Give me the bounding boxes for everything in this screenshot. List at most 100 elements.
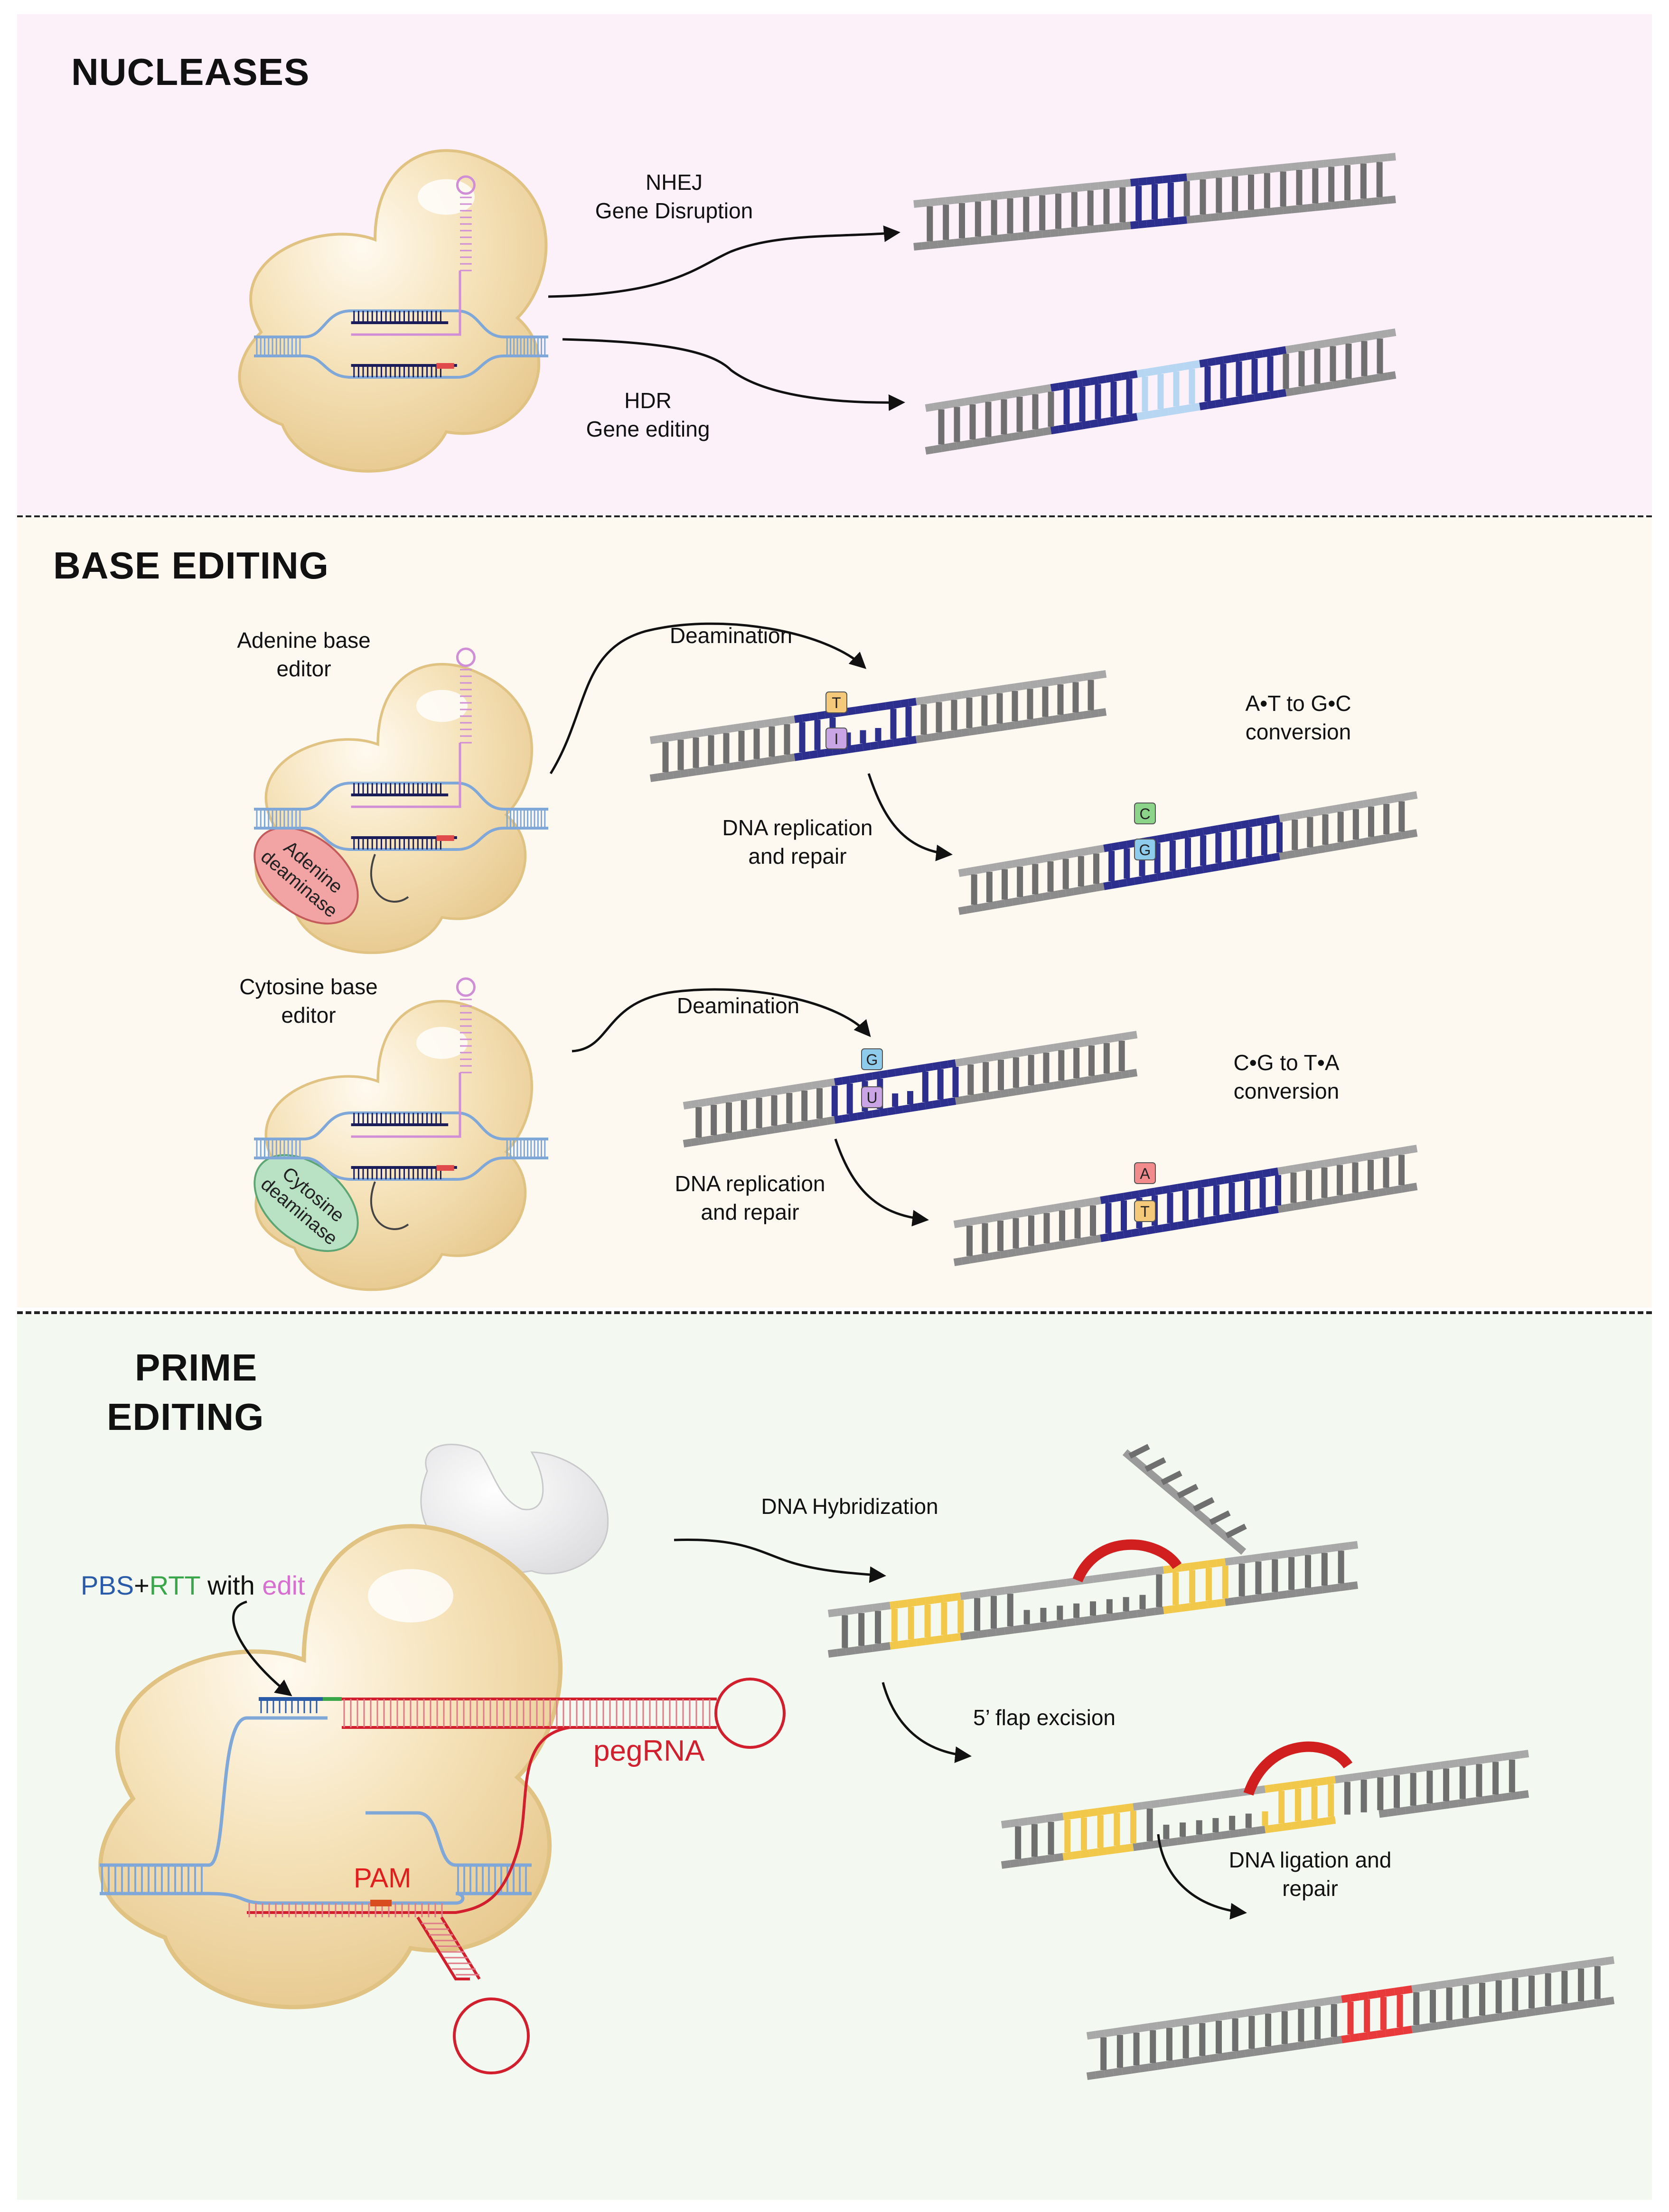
dna-backbone-bottom — [1084, 1236, 1094, 1245]
dna-backbone-bottom — [1186, 215, 1195, 224]
dna-backbone-top — [695, 728, 704, 737]
hybridized-dna — [827, 1541, 1359, 1658]
dna-backbone-top — [1256, 817, 1265, 826]
ligated-edited-dna — [1086, 1956, 1615, 2080]
dna-backbone-top — [1229, 1789, 1239, 1798]
dna-backbone-bottom — [1510, 1791, 1520, 1800]
dna-backbone-bottom — [1139, 2063, 1149, 2072]
dna-backbone-bottom — [1176, 1836, 1187, 1845]
dna-backbone-bottom — [710, 765, 720, 774]
dna-backbone-bottom — [756, 758, 765, 767]
dna-backbone-top — [1057, 1578, 1067, 1588]
pam-site — [436, 363, 454, 369]
dna-backbone-top — [1510, 1751, 1520, 1760]
flap-rung — [1161, 1470, 1182, 1485]
dna-backbone-top — [1107, 1194, 1117, 1203]
dna-backbone-bottom — [1271, 852, 1280, 862]
base-letter: G — [1139, 841, 1151, 859]
dna-backbone-bottom — [1067, 712, 1077, 721]
dna-backbone-top — [1264, 1784, 1275, 1793]
dna-backbone-bottom — [1105, 417, 1115, 426]
dna-backbone-bottom — [1152, 409, 1162, 418]
dna-backbone-top — [1015, 1209, 1024, 1218]
base-letter: G — [866, 1051, 878, 1068]
dna-backbone-bottom — [1018, 232, 1027, 241]
dna-backbone-bottom — [923, 733, 932, 742]
dna-backbone-bottom — [1057, 889, 1067, 898]
dna-backbone-bottom — [1277, 1204, 1287, 1213]
dna-backbone-top — [1152, 366, 1162, 375]
dna-backbone-bottom — [1233, 859, 1242, 868]
dna-backbone-top — [1240, 820, 1250, 829]
dna-backbone-top — [1347, 157, 1356, 165]
dna-backbone-bottom — [1106, 1072, 1115, 1081]
dna-backbone-top — [1408, 791, 1418, 800]
dna-backbone-bottom — [733, 761, 742, 770]
dna-backbone-top — [1065, 849, 1074, 859]
dna-backbone-top — [1386, 795, 1395, 804]
dna-backbone-bottom — [964, 439, 974, 448]
dna-backbone-top — [1191, 2016, 1202, 2025]
dna-backbone-top — [1029, 680, 1039, 689]
pam-site — [436, 1165, 454, 1171]
dna-backbone-bottom — [908, 736, 917, 745]
dna-backbone-top — [1269, 1167, 1279, 1176]
dna-backbone-bottom — [1012, 897, 1021, 906]
dna-backbone-bottom — [1034, 893, 1044, 902]
dna-backbone-top — [1126, 839, 1135, 849]
dna-backbone-top — [1041, 187, 1051, 196]
dna-backbone-top — [1543, 1965, 1553, 1974]
dna-backbone-bottom — [766, 1126, 775, 1135]
dna-backbone-top — [1294, 811, 1303, 820]
pbs-rtt-edit-label: PBS+RTT with edit — [81, 1568, 305, 1603]
dna-backbone-bottom — [1313, 1586, 1323, 1595]
dna-backbone-bottom — [1146, 219, 1155, 228]
dna-backbone-bottom — [1394, 2027, 1404, 2036]
dna-backbone-bottom — [961, 237, 971, 246]
dna-backbone-top — [1180, 830, 1189, 840]
cbe-base-A: A — [1134, 1162, 1156, 1184]
dna-backbone-top — [1316, 1160, 1325, 1169]
dna-backbone-top — [1097, 1807, 1108, 1816]
dna-backbone-top — [1387, 153, 1396, 161]
step-ligation-label: DNA ligation and repair — [1215, 1846, 1405, 1903]
dna-backbone-bottom — [932, 1100, 941, 1109]
dna-backbone-bottom — [1332, 842, 1341, 851]
dna-backbone-bottom — [1370, 835, 1379, 845]
dna-backbone-bottom — [1316, 383, 1326, 392]
dna-backbone-bottom — [937, 240, 947, 248]
dna-backbone-top — [1324, 338, 1334, 347]
dna-backbone-bottom — [1031, 1244, 1040, 1254]
dna-backbone-top — [1401, 1146, 1410, 1155]
dna-backbone-bottom — [968, 727, 978, 736]
dna-backbone-bottom — [1083, 1615, 1094, 1624]
dna-backbone-bottom — [976, 1253, 986, 1262]
dna-backbone-bottom — [1411, 2024, 1422, 2034]
dna-backbone-top — [1189, 1561, 1200, 1570]
dna-backbone-bottom — [953, 729, 963, 738]
dna-backbone-top — [1420, 1983, 1430, 1992]
dna-backbone-bottom — [1115, 1845, 1125, 1854]
dna-backbone-bottom — [1174, 2058, 1184, 2068]
dna-backbone-bottom — [1169, 1222, 1179, 1231]
dna-backbone-bottom — [1431, 1802, 1442, 1811]
abe-deamination-label: Deamination — [669, 623, 793, 648]
dna-backbone-top — [801, 713, 811, 722]
dna-backbone-top — [1273, 1783, 1284, 1792]
hybridization-arrow — [674, 1538, 886, 1583]
dna-backbone-bottom — [1172, 869, 1181, 878]
dna-backbone-top — [1208, 1177, 1217, 1186]
dna-backbone-bottom — [1008, 1088, 1017, 1097]
dna-backbone-top — [1183, 361, 1193, 370]
dna-backbone-top — [1340, 803, 1349, 812]
dna-backbone-bottom — [970, 1093, 979, 1102]
dna-backbone-bottom — [910, 1103, 919, 1112]
dna-backbone-top — [1251, 1553, 1261, 1562]
dna-backbone-bottom — [1086, 2071, 1097, 2080]
dna-backbone-bottom — [1106, 223, 1115, 232]
dna-backbone-bottom — [1001, 1860, 1011, 1869]
dna-backbone-bottom — [1293, 386, 1303, 395]
dna-backbone-top — [1472, 1975, 1483, 1984]
dna-backbone-top — [1308, 1778, 1319, 1787]
dna-backbone-top — [1083, 1575, 1094, 1584]
